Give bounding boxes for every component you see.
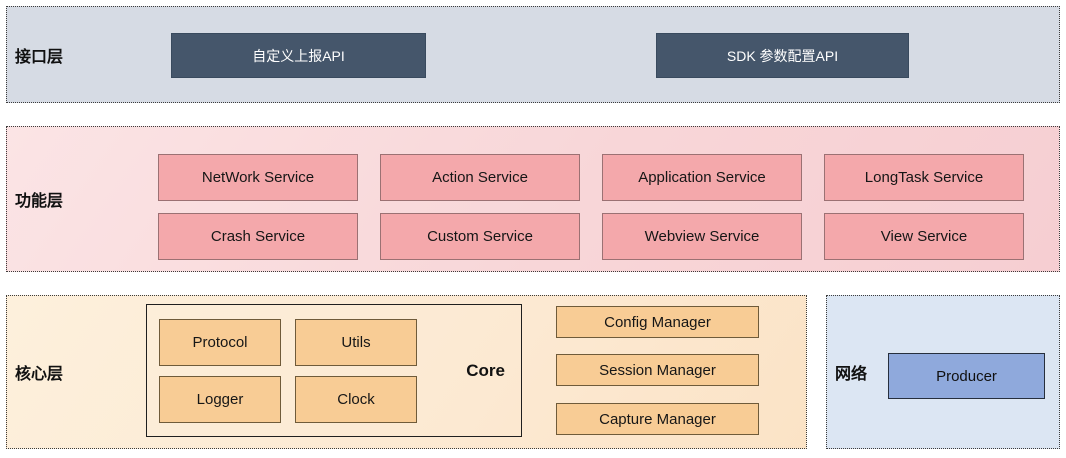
module-box-logger: Logger	[159, 376, 281, 423]
interface-layer-label: 接口层	[15, 48, 64, 66]
producer-box: Producer	[888, 353, 1045, 399]
service-box-longtask: LongTask Service	[824, 154, 1024, 201]
core-layer: 核心层 Protocol Utils Logger Clock Core Con…	[6, 295, 807, 449]
function-layer-label: 功能层	[15, 193, 64, 210]
function-layer: 功能层 NetWork Service Action Service Appli…	[6, 126, 1060, 272]
manager-box-capture: Capture Manager	[556, 403, 759, 435]
service-box-custom: Custom Service	[380, 213, 580, 260]
custom-report-api-box: 自定义上报API	[171, 33, 426, 78]
service-box-network: NetWork Service	[158, 154, 358, 201]
module-box-clock: Clock	[295, 376, 417, 423]
service-box-webview: Webview Service	[602, 213, 802, 260]
network-layer: 网络 Producer	[826, 295, 1060, 449]
service-box-application: Application Service	[602, 154, 802, 201]
manager-box-session: Session Manager	[556, 354, 759, 386]
core-box: Protocol Utils Logger Clock Core	[146, 304, 522, 437]
network-layer-label: 网络	[835, 366, 868, 383]
core-layer-label: 核心层	[15, 366, 64, 383]
manager-box-config: Config Manager	[556, 306, 759, 338]
service-box-action: Action Service	[380, 154, 580, 201]
sdk-param-config-api-box: SDK 参数配置API	[656, 33, 909, 78]
service-box-crash: Crash Service	[158, 213, 358, 260]
core-box-label: Core	[466, 360, 505, 380]
interface-layer: 接口层 自定义上报API SDK 参数配置API	[6, 6, 1060, 103]
service-grid: NetWork Service Action Service Applicati…	[158, 154, 1024, 260]
core-module-grid: Protocol Utils Logger Clock	[159, 319, 417, 423]
module-box-utils: Utils	[295, 319, 417, 366]
module-box-protocol: Protocol	[159, 319, 281, 366]
service-box-view: View Service	[824, 213, 1024, 260]
